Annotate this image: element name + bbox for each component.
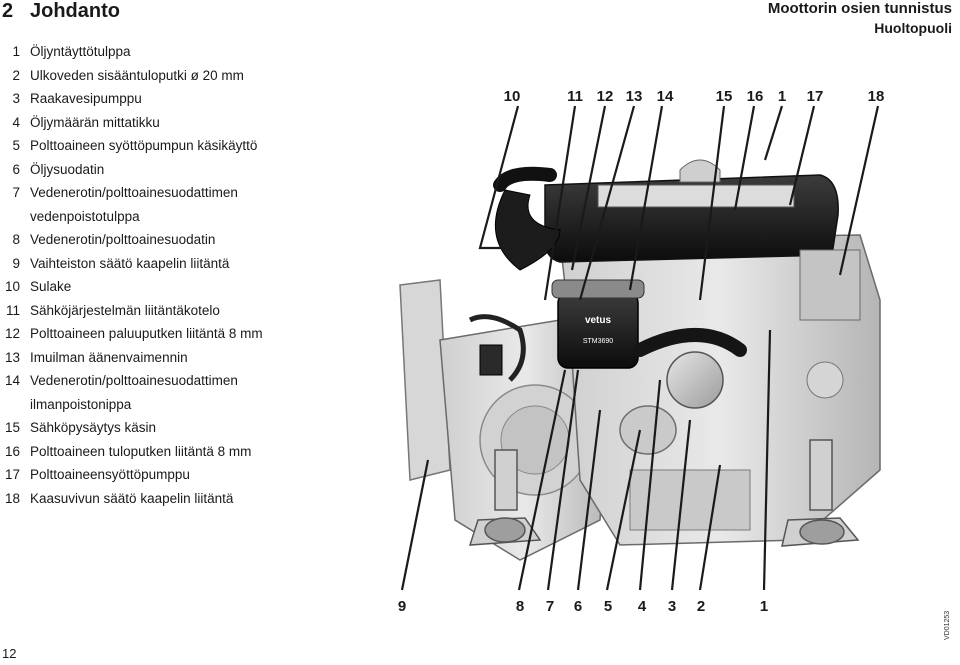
callout-11: 11 <box>567 88 583 105</box>
legend-item-text: Polttoaineen tuloputken liitäntä 8 mm <box>30 443 252 459</box>
legend-item-number: 9 <box>12 255 20 271</box>
legend-item: 14 Vedenerotin/polttoainesuodattimen ilman… <box>0 369 330 416</box>
legend-item-text: Öljymäärän mittatikku <box>30 114 160 130</box>
callout-15: 15 <box>716 88 733 105</box>
callout-1-bottom: 1 <box>760 598 768 615</box>
filter-model-label: STM3690 <box>583 338 613 345</box>
section-number: 2 <box>2 0 14 22</box>
legend-item-text: Öljyntäyttötulppa <box>30 44 131 59</box>
legend-item-number: 2 <box>12 67 20 83</box>
callout-14: 14 <box>657 88 674 105</box>
callout-18: 18 <box>868 88 885 105</box>
parts-legend: 1 Öljyntäyttötulppa 2 Ulkoveden sisääntulop… <box>0 40 330 510</box>
legend-item: 11 Sähköjärjestelmän liitäntäkotelo <box>0 299 330 323</box>
callout-lines <box>400 105 880 591</box>
legend-item-number: 15 <box>4 420 20 435</box>
legend-item-text: Imuilman äänenvaimennin <box>30 349 188 365</box>
legend-item-text: Öljysuodatin <box>30 161 105 177</box>
callout-1-top: 1 <box>778 88 786 105</box>
legend-item: 4 Öljymäärän mittatikku <box>0 111 330 135</box>
legend-item-number: 1 <box>12 44 20 59</box>
legend-item-text: Sähköpysäytys käsin <box>30 420 157 435</box>
legend-item-text: Polttoaineensyöttöpumppu <box>30 467 190 482</box>
legend-item: 1 Öljyntäyttötulppa <box>0 40 330 64</box>
callout-13: 13 <box>626 88 643 105</box>
legend-item-number: 13 <box>4 349 20 365</box>
page-header: Moottorin osien tunnistus Huoltopuoli <box>768 0 952 38</box>
legend-item-text: vedenpoistotulppa <box>30 208 140 224</box>
legend-item: 2 Ulkoveden sisääntuloputki ø 20 mm <box>0 64 330 88</box>
section-title: Johdanto <box>30 0 120 22</box>
legend-item-text: Vedenerotin/polttoainesuodattimen <box>30 373 238 388</box>
legend-item: 6 Öljysuodatin <box>0 158 330 182</box>
callout-9: 9 <box>398 598 406 615</box>
legend-item: 17 Polttoaineensyöttöpumppu <box>0 463 330 487</box>
callout-5: 5 <box>604 598 612 615</box>
legend-item: 9 Vaihteiston säätö kaapelin liitäntä <box>0 252 330 276</box>
legend-item: 12 Polttoaineen paluuputken liitäntä 8 mm <box>0 322 330 346</box>
legend-item-text: Vaihteiston säätö kaapelin liitäntä <box>30 255 230 271</box>
legend-item-text: Kaasuvivun säätö kaapelin liitäntä <box>30 490 234 506</box>
legend-item: 8 Vedenerotin/polttoainesuodatin <box>0 228 330 252</box>
legend-item-number: 10 <box>4 279 20 294</box>
legend-item: 3 Raakavesipumppu <box>0 87 330 111</box>
legend-item-text: Vedenerotin/polttoainesuodattimen <box>30 185 238 200</box>
legend-item-number: 14 <box>4 373 20 388</box>
legend-item-number: 16 <box>4 443 20 459</box>
legend-item: 5 Polttoaineen syöttöpumpun käsikäyttö <box>0 134 330 158</box>
engine-diagram: vetus STM3690 <box>398 88 885 615</box>
legend-item-number: 6 <box>12 161 20 177</box>
callout-3: 3 <box>668 598 676 615</box>
figure-reference: VD01253 <box>944 610 951 640</box>
legend-item-text: Ulkoveden sisääntuloputki ø 20 mm <box>30 67 244 83</box>
legend-item-number: 5 <box>12 138 20 153</box>
callout-16: 16 <box>747 88 764 105</box>
legend-item-number: 17 <box>4 467 20 482</box>
engine-photo: vetus STM3690 <box>399 159 881 561</box>
legend-item-text: Polttoaineen paluuputken liitäntä 8 mm <box>30 326 263 341</box>
legend-item: 7 Vedenerotin/polttoainesuodattimen vedenp… <box>0 181 330 228</box>
legend-item: 18 Kaasuvivun säätö kaapelin liitäntä <box>0 487 330 511</box>
callout-10: 10 <box>504 88 521 105</box>
header-subtitle: Huoltopuoli <box>874 20 952 36</box>
legend-item-text: Polttoaineen syöttöpumpun käsikäyttö <box>30 138 258 153</box>
legend-item-text: Raakavesipumppu <box>30 91 142 106</box>
legend-item: 16 Polttoaineen tuloputken liitäntä 8 mm <box>0 440 330 464</box>
top-callouts: 10 11 12 13 14 15 16 1 17 18 <box>504 88 885 105</box>
page-number: 12 <box>2 646 17 661</box>
callout-6: 6 <box>574 598 582 615</box>
legend-item-number: 18 <box>4 490 20 506</box>
legend-item-number: 12 <box>4 326 20 341</box>
legend-item: 10 Sulake <box>0 275 330 299</box>
callout-7: 7 <box>546 598 554 615</box>
legend-item-text: Sähköjärjestelmän liitäntäkotelo <box>30 302 220 318</box>
legend-item: 15 Sähköpysäytys käsin <box>0 416 330 440</box>
callout-17: 17 <box>807 88 824 105</box>
legend-item-number: 8 <box>12 232 20 247</box>
legend-item: 13 Imuilman äänenvaimennin <box>0 346 330 370</box>
legend-item-text: Sulake <box>30 279 72 294</box>
legend-item-text: ilmanpoistonippa <box>30 396 132 412</box>
bottom-callouts: 9 8 7 6 5 4 3 2 1 <box>398 598 768 615</box>
filter-brand-label: vetus <box>585 315 612 326</box>
legend-item-text: Vedenerotin/polttoainesuodatin <box>30 232 216 247</box>
callout-4: 4 <box>638 598 647 615</box>
legend-item-number: 4 <box>12 114 20 130</box>
callout-8: 8 <box>516 598 524 615</box>
header-title: Moottorin osien tunnistus <box>767 0 952 17</box>
legend-item-number: 3 <box>12 91 20 106</box>
callout-2: 2 <box>697 598 705 615</box>
legend-item-number: 7 <box>12 185 20 200</box>
legend-item-number: 11 <box>5 302 20 318</box>
callout-12: 12 <box>597 88 614 105</box>
